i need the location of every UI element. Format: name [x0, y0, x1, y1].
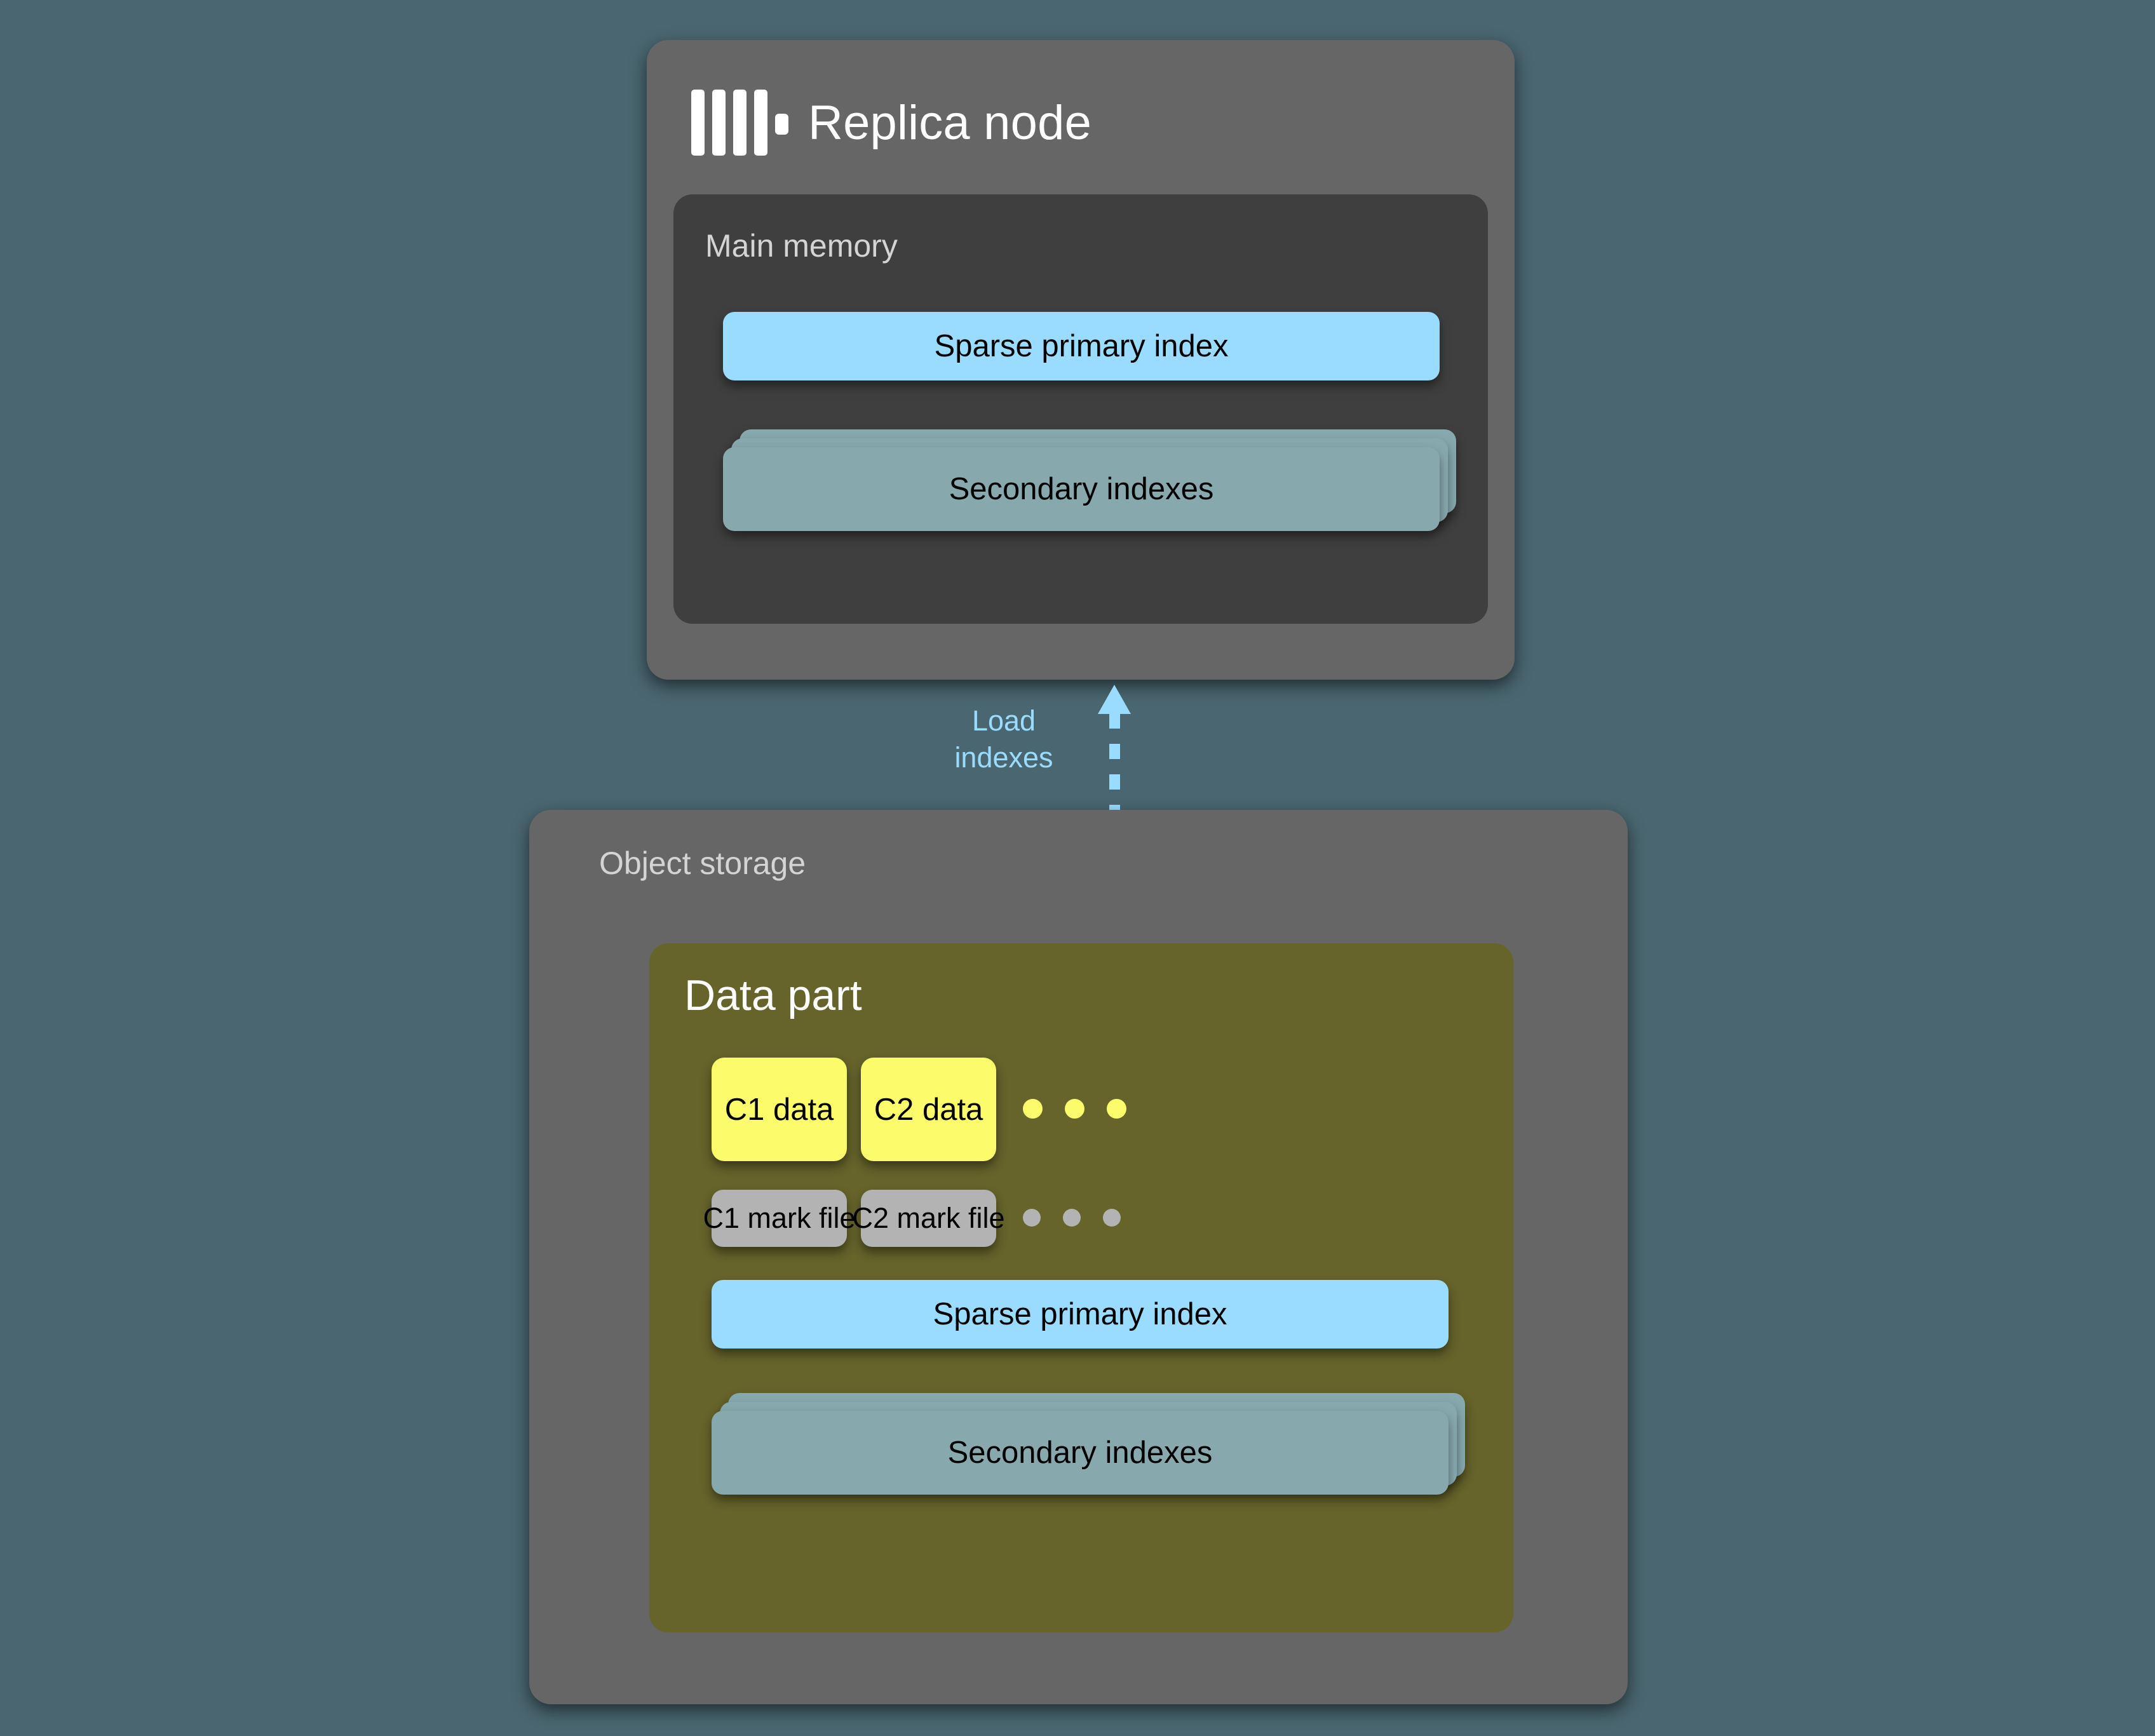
arrow-head-up-icon — [1098, 685, 1131, 714]
column-data-ellipsis-icon — [1023, 1099, 1126, 1119]
replica-node-title-group: Replica node — [691, 90, 1091, 156]
object-storage-label: Object storage — [599, 845, 806, 881]
ellipsis-dot — [1107, 1099, 1126, 1119]
data-part-title: Data part — [684, 971, 862, 1019]
data-part-box: Data part C1 data C2 data C1 mark file C… — [649, 943, 1513, 1632]
secondary-index-layer-1: Secondary indexes — [712, 1411, 1449, 1495]
replica-node-card: Replica node Main memory Sparse primary … — [647, 40, 1515, 680]
logo-bar-2 — [712, 90, 726, 156]
secondary-index-layer-1: Secondary indexes — [723, 447, 1440, 531]
main-memory-panel: Main memory Sparse primary index Seconda… — [673, 194, 1488, 624]
arrow-dashed-shaft — [1109, 713, 1120, 810]
load-indexes-label: Load indexes — [921, 703, 1086, 776]
ellipsis-dot — [1103, 1209, 1121, 1227]
c2-mark-file-chip: C2 mark file — [852, 1190, 1005, 1247]
load-indexes-connector: Load indexes — [921, 685, 1188, 812]
logo-bar-4 — [754, 90, 767, 156]
c1-mark-file-chip: C1 mark file — [703, 1190, 856, 1247]
ellipsis-dot — [1065, 1099, 1084, 1119]
load-indexes-label-line2: indexes — [954, 741, 1053, 774]
logo-dot — [775, 114, 788, 135]
main-memory-secondary-indexes-stack: Secondary indexes — [723, 429, 1456, 531]
object-storage-card: Object storage Data part C1 data C2 data… — [529, 810, 1628, 1704]
data-part-secondary-indexes-stack: Secondary indexes — [712, 1393, 1465, 1495]
data-part-sparse-primary-index-chip: Sparse primary index — [712, 1280, 1449, 1349]
logo-bar-3 — [733, 90, 746, 156]
main-memory-label: Main memory — [705, 228, 898, 264]
ellipsis-dot — [1063, 1209, 1081, 1227]
load-indexes-label-line1: Load — [971, 704, 1036, 737]
c2-data-chip: C2 data — [861, 1058, 996, 1161]
main-memory-sparse-primary-index-chip: Sparse primary index — [723, 312, 1440, 380]
c1-data-chip: C1 data — [712, 1058, 847, 1161]
logo-bar-1 — [691, 90, 705, 156]
clickhouse-logo-icon — [691, 90, 788, 156]
mark-files-ellipsis-icon — [1023, 1209, 1121, 1227]
page-title: Replica node — [808, 95, 1092, 150]
ellipsis-dot — [1023, 1209, 1041, 1227]
ellipsis-dot — [1023, 1099, 1043, 1119]
